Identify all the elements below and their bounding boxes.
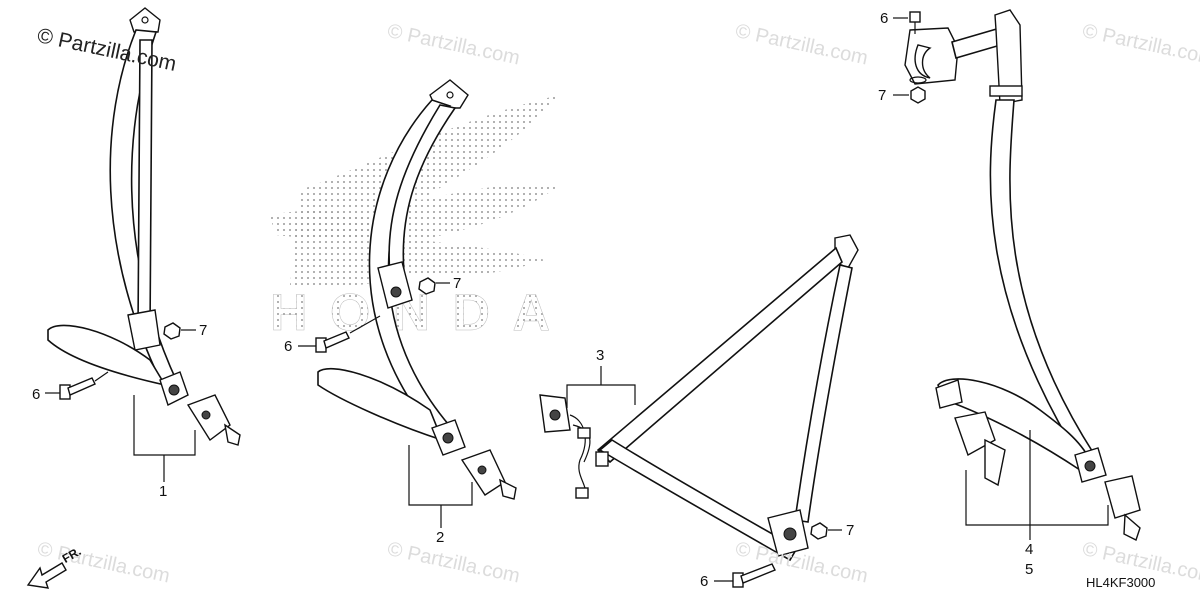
- callout-part-1[interactable]: 1: [159, 483, 168, 500]
- callout-part-5[interactable]: 5: [1025, 561, 1034, 578]
- seat-belt-4-5: [893, 9, 1141, 541]
- callout-bolt-6[interactable]: 6: [32, 386, 41, 403]
- diagram-code: HL4KF3000: [1086, 575, 1156, 590]
- callout-nut-7[interactable]: 7: [846, 522, 855, 539]
- callout-nut-7[interactable]: 7: [453, 275, 462, 292]
- seat-belt-2: [298, 79, 517, 528]
- callout-bolt-6[interactable]: 6: [880, 10, 889, 27]
- callout-part-3[interactable]: 3: [596, 347, 605, 364]
- callout-bolt-6[interactable]: 6: [284, 338, 293, 355]
- callout-part-4[interactable]: 4: [1025, 541, 1034, 558]
- callout-part-2[interactable]: 2: [436, 529, 445, 546]
- callout-nut-7[interactable]: 7: [878, 87, 887, 104]
- seat-belt-1: [45, 7, 241, 482]
- callout-bolt-6[interactable]: 6: [700, 573, 709, 590]
- front-direction-arrow-icon: [26, 562, 67, 589]
- seat-belt-3: [539, 234, 859, 588]
- callout-nut-7[interactable]: 7: [199, 322, 208, 339]
